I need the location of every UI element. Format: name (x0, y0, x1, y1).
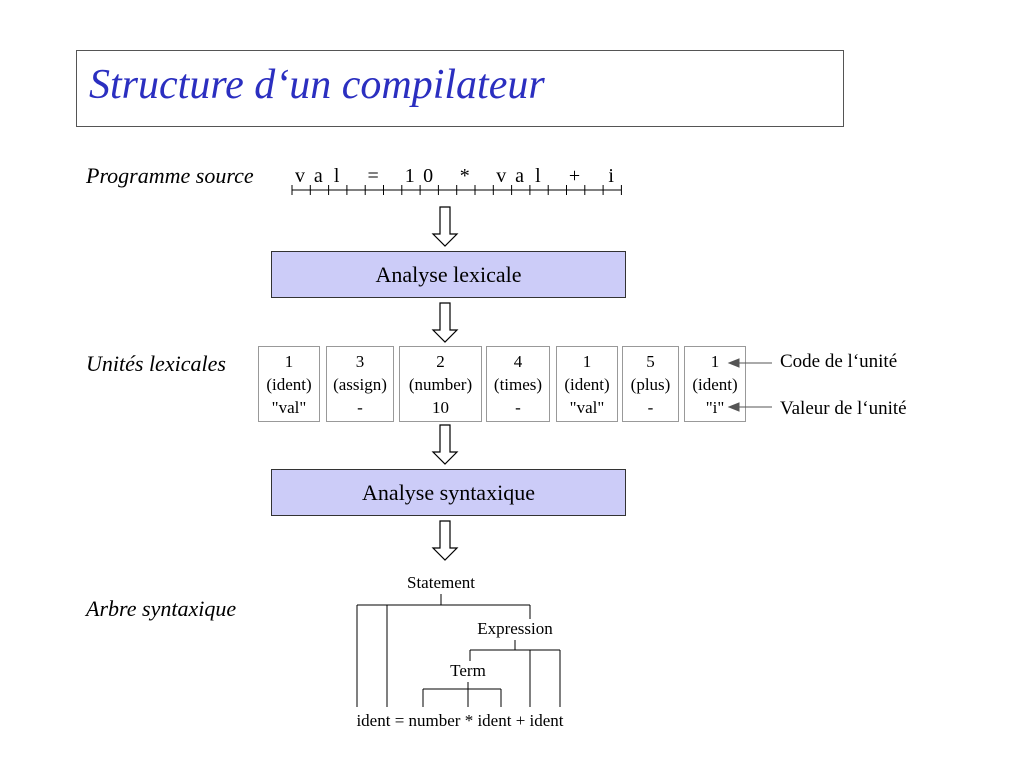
token-cell: 1 (ident) "val" (258, 346, 320, 422)
source-ruler (291, 185, 622, 195)
tree-node-expression: Expression (477, 619, 553, 638)
annotation-code: Code de l‘unité (780, 351, 898, 372)
source-char: 1 (404, 165, 415, 187)
token-cell: 4 (times) - (486, 346, 550, 422)
token-value: "i" (705, 398, 725, 417)
source-char: a (313, 165, 323, 187)
token-code: 1 (582, 352, 592, 371)
token-value: 10 (432, 398, 449, 417)
down-arrow-icon (431, 520, 459, 561)
token-cell: 5 (plus) - (622, 346, 679, 422)
token-type: (number) (408, 375, 473, 394)
down-arrow-icon (431, 206, 459, 247)
token-cell: 1 (ident) "val" (556, 346, 618, 422)
token-value: "val" (271, 398, 307, 417)
tree-node-term: Term (450, 661, 486, 680)
source-char: + (568, 165, 581, 187)
source-char: l (535, 165, 541, 187)
token-cell: 1 (ident) "i" (684, 346, 746, 422)
token-type: (plus) (630, 375, 671, 394)
token-code: 1 (710, 352, 720, 371)
tree-leaves: ident = number * ident + ident (356, 711, 564, 730)
token-type: (ident) (564, 375, 610, 394)
token-value: - (647, 398, 654, 417)
label-source-program: Programme source (86, 163, 254, 188)
tree-node-statement: Statement (407, 573, 475, 592)
title-box: Structure d‘un compilateur (76, 50, 844, 127)
label-lexical-units: Unités lexicales (86, 351, 226, 376)
token-type: (assign) (333, 375, 387, 394)
source-char: v (295, 165, 305, 187)
token-value: - (515, 398, 521, 417)
token-type: (times) (493, 375, 543, 394)
token-code: 1 (284, 352, 294, 371)
source-char: i (608, 165, 614, 187)
token-value: "val" (569, 398, 605, 417)
token-value: - (357, 398, 363, 417)
left-arrow-icon (727, 402, 740, 412)
syntax-analysis-box: Analyse syntaxique (271, 469, 626, 516)
label-syntax-tree: Arbre syntaxique (86, 596, 237, 621)
source-char: * (459, 165, 470, 187)
token-type: (ident) (692, 375, 738, 394)
syntax-tree-lines (356, 594, 561, 707)
annotation-value: Valeur de l‘unité (780, 398, 907, 419)
source-char: 0 (423, 165, 434, 187)
token-code: 5 (646, 352, 655, 371)
lexical-analysis-box: Analyse lexicale (271, 251, 626, 298)
down-arrow-icon (431, 302, 459, 343)
down-arrow-icon (431, 424, 459, 465)
left-arrow-icon (727, 358, 740, 368)
source-char: a (515, 165, 525, 187)
token-code: 2 (436, 352, 445, 371)
token-code: 3 (355, 352, 365, 371)
token-cell: 2 (number) 10 (399, 346, 482, 422)
source-char: l (333, 165, 340, 187)
source-char: = (367, 165, 379, 187)
source-char: v (496, 165, 507, 187)
token-cell: 3 (assign) - (326, 346, 394, 422)
token-type: (ident) (266, 375, 312, 394)
page-title: Structure d‘un compilateur (89, 62, 545, 108)
token-code: 4 (513, 352, 523, 371)
